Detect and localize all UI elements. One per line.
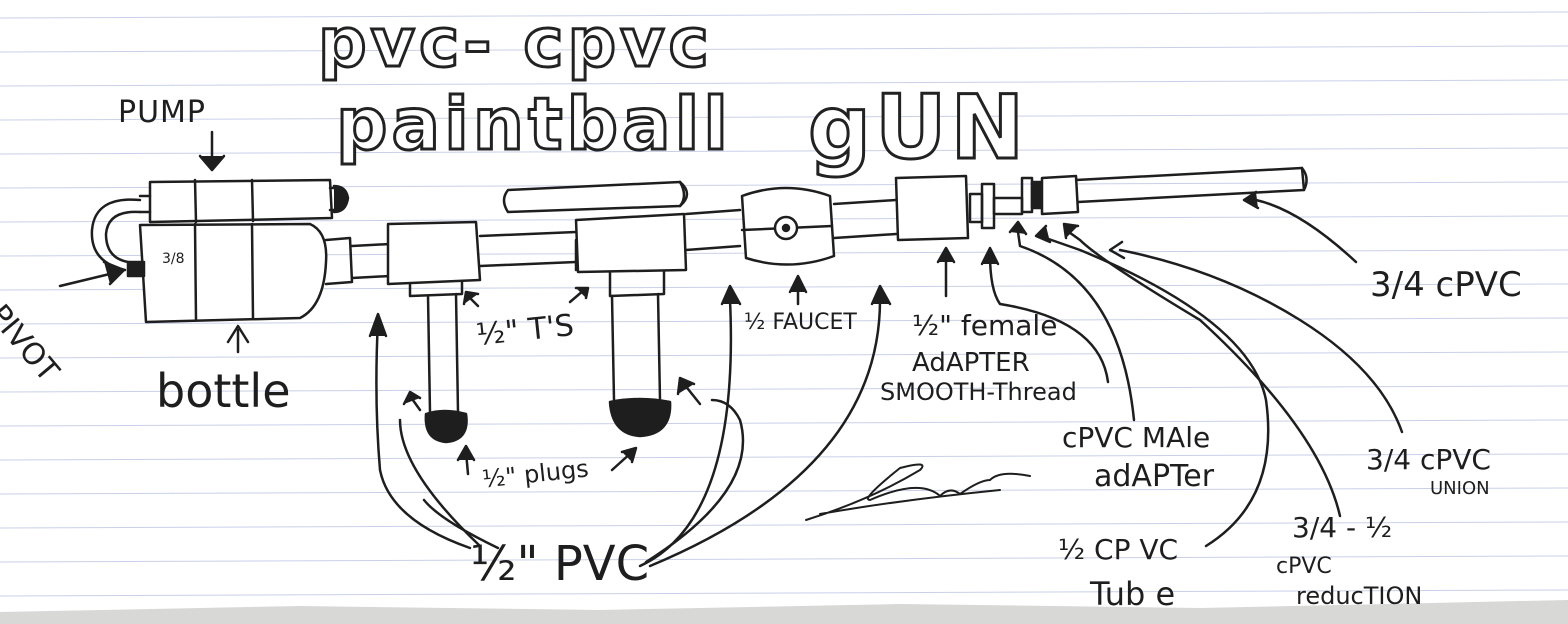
pump-assembly xyxy=(90,178,350,272)
label-bottle: bottle xyxy=(156,364,291,418)
label-bottle-mark: 3/8 xyxy=(162,251,185,267)
title-line-3: gUN xyxy=(806,76,1029,179)
pipe-segment-4 xyxy=(832,198,898,240)
label-female-adapter-3: SMOOTH-Thread xyxy=(880,378,1077,406)
title-line-1: pvc- cpvc xyxy=(317,4,713,83)
pipe-segment-3 xyxy=(684,208,742,252)
label-female-adapter-2: AdAPTER xyxy=(912,348,1030,378)
label-half-pvc: ½" PVC xyxy=(470,536,650,592)
label-union-1: 3/4 cPVC xyxy=(1366,443,1491,476)
loader-tube xyxy=(502,180,689,214)
cpvc-fittings xyxy=(968,174,1080,230)
label-half-cpvc-tube-1: ½ CP VC xyxy=(1058,533,1179,566)
label-three-quarter-cpvc: 3/4 cPVC xyxy=(1370,265,1522,305)
label-half-cpvc-tube-2: Tub e xyxy=(1090,575,1176,613)
female-adapter xyxy=(894,174,970,242)
label-union-2: UNION xyxy=(1430,478,1490,499)
label-female-adapter-1: ½" female xyxy=(912,309,1058,342)
bottle xyxy=(126,222,354,324)
barrel xyxy=(1074,166,1308,204)
label-cpvc-male-2: adAPTer xyxy=(1094,459,1215,494)
label-pump: PUMP xyxy=(118,95,207,130)
signature-scribble xyxy=(805,463,1031,521)
ruled-lines xyxy=(0,11,1568,597)
label-reduction-2: cPVC xyxy=(1276,554,1332,579)
first-tee-section xyxy=(350,220,482,444)
annotation-arrows xyxy=(58,130,1404,568)
faucet xyxy=(740,186,836,266)
label-cpvc-male-1: cPVC MAle xyxy=(1062,421,1211,454)
second-tee-section xyxy=(574,212,688,438)
title-line-2: paintball xyxy=(335,82,732,166)
label-faucet: ½ FAUCET xyxy=(744,310,857,335)
label-reduction-1: 3/4 - ½ xyxy=(1292,511,1393,544)
pipe-segment-2 xyxy=(478,230,578,268)
label-reduction-3: reducTION xyxy=(1296,582,1423,610)
